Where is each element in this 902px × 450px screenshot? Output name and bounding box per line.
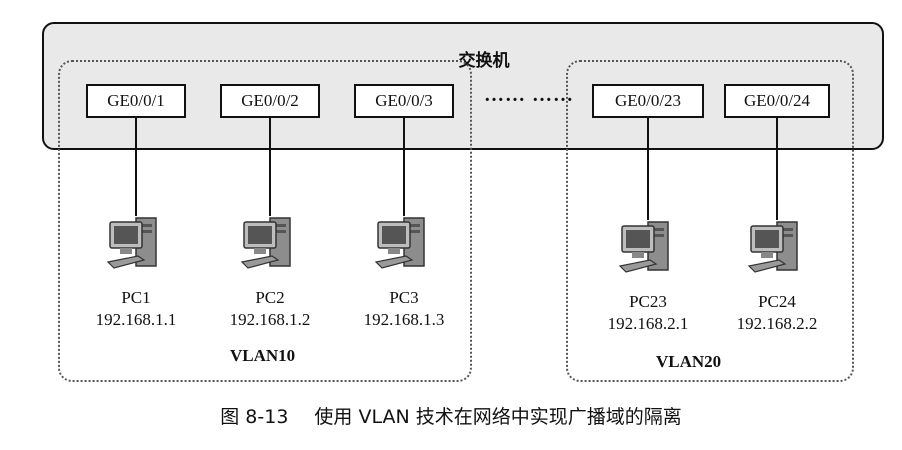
- port-ge0-0-3: GE0/0/3: [354, 84, 454, 118]
- vlan10-label: VLAN10: [230, 346, 296, 365]
- port-ge0-0-2: GE0/0/2: [220, 84, 320, 118]
- port-ge0-0-1: GE0/0/1: [86, 84, 186, 118]
- pc23-name: PC23: [629, 292, 667, 311]
- link-pc23: [647, 118, 649, 220]
- port-ge0-0-23: GE0/0/23: [592, 84, 704, 118]
- figure-caption: 图 8-13 使用 VLAN 技术在网络中实现广播域的隔离: [0, 402, 902, 429]
- pc1-ip: 192.168.1.1: [95, 310, 177, 329]
- link-pc24: [776, 118, 778, 220]
- desktop-computer-icon: [240, 217, 291, 269]
- desktop-computer-icon: [374, 217, 425, 269]
- pc2-ip: 192.168.1.2: [229, 310, 311, 329]
- desktop-computer-icon: [747, 221, 798, 273]
- vlan10-group-box: [58, 60, 472, 382]
- port-ge0-0-24: GE0/0/24: [724, 84, 830, 118]
- ellipsis: …… ……: [484, 84, 574, 106]
- pc2-name: PC2: [255, 288, 285, 307]
- desktop-computer-icon: [618, 221, 669, 273]
- link-pc2: [269, 118, 271, 216]
- figure-caption-text: 使用 VLAN 技术在网络中实现广播域的隔离: [314, 406, 682, 428]
- pc24-name: PC24: [758, 292, 796, 311]
- link-pc1: [135, 118, 137, 216]
- link-pc3: [403, 118, 405, 216]
- switch-label: 交换机: [458, 51, 510, 71]
- desktop-computer-icon: [106, 217, 157, 269]
- pc24-ip: 192.168.2.2: [736, 314, 818, 333]
- pc3-name: PC3: [389, 288, 419, 307]
- pc1-name: PC1: [121, 288, 151, 307]
- vlan20-label: VLAN20: [656, 352, 722, 371]
- pc23-ip: 192.168.2.1: [607, 314, 689, 333]
- vlan20-group-box: [566, 60, 854, 382]
- figure-number: 图 8-13: [220, 406, 289, 428]
- pc3-ip: 192.168.1.3: [363, 310, 445, 329]
